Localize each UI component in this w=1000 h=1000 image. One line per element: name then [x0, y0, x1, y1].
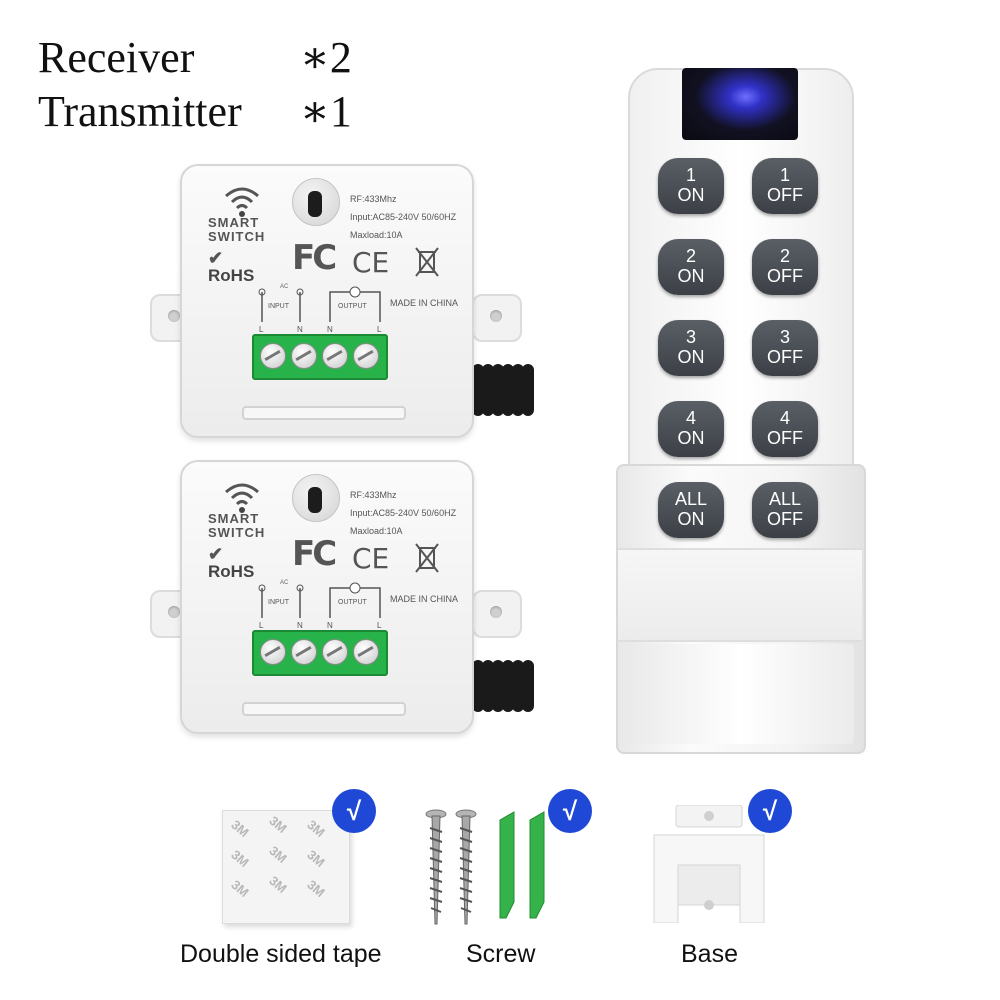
- terminal-screw: [322, 639, 348, 665]
- ac-label: AC: [280, 580, 289, 586]
- ce-mark: CE: [352, 542, 390, 575]
- fcc-mark: FC: [292, 238, 337, 278]
- check-badge-tape: √: [332, 789, 376, 833]
- terminal-block: [252, 334, 388, 380]
- spec-text: RF:433Mhz Input:AC85-240V 50/60HZ Maxloa…: [350, 490, 457, 536]
- label-double-sided-tape: Double sided tape: [180, 940, 382, 968]
- terminal-screw: [353, 639, 379, 665]
- spec-text: RF:433Mhz Input:AC85-240V 50/60HZ Maxloa…: [350, 194, 457, 240]
- receiver-slot: [242, 702, 406, 716]
- svg-text:N: N: [327, 325, 333, 334]
- receiver-slot: [242, 406, 406, 420]
- weee-bin-icon: [415, 247, 439, 277]
- screw-icon: [455, 809, 477, 925]
- made-in-label: MADE IN CHINA: [390, 594, 459, 604]
- smart-switch-label: SMART SWITCH: [208, 511, 266, 540]
- svg-text:L: L: [259, 325, 264, 334]
- svg-text:N: N: [297, 621, 303, 630]
- made-in-label: MADE IN CHINA: [390, 298, 459, 308]
- fcc-mark: FC: [292, 534, 337, 574]
- terminal-block: [252, 630, 388, 676]
- terminal-screw: [260, 343, 286, 369]
- terminal-screw: [322, 343, 348, 369]
- label-base: Base: [681, 940, 738, 968]
- screws-and-anchors: [425, 809, 545, 925]
- weee-bin-icon: [415, 543, 439, 573]
- remote-base-bracket: [653, 805, 765, 923]
- terminal-screw: [291, 343, 317, 369]
- mounting-tab-right: [472, 590, 522, 638]
- wiring-diagram: INPUT OUTPUT L N N L: [258, 286, 382, 334]
- rohs-mark: RoHS: [208, 562, 255, 581]
- antenna-coil: [472, 364, 542, 416]
- terminal-screw: [291, 639, 317, 665]
- holder-band: [618, 548, 862, 642]
- input-label: INPUT: [268, 599, 290, 606]
- svg-text:L: L: [377, 325, 382, 334]
- receiver-module-2: SMART SWITCH ✔ RoHS RF:433Mhz Input:AC85…: [150, 460, 534, 734]
- antenna-coil: [472, 660, 542, 712]
- wifi-icon: [225, 187, 259, 217]
- wifi-icon: [225, 483, 259, 513]
- screw-icon: [425, 809, 447, 925]
- terminal-screw: [260, 639, 286, 665]
- smart-switch-label: SMART SWITCH: [208, 215, 266, 244]
- svg-text:N: N: [327, 621, 333, 630]
- indicator-light: [682, 68, 798, 140]
- mounting-tab-right: [472, 294, 522, 342]
- ce-mark: CE: [352, 246, 390, 279]
- ac-label: AC: [280, 284, 289, 290]
- svg-text:L: L: [377, 621, 382, 630]
- receiver-count: ∗2: [300, 33, 352, 82]
- learn-button: [292, 474, 340, 522]
- receiver-body: SMART SWITCH ✔ RoHS RF:433Mhz Input:AC85…: [180, 460, 474, 734]
- svg-text:N: N: [297, 325, 303, 334]
- terminal-screw: [353, 343, 379, 369]
- rohs-mark: RoHS: [208, 266, 255, 285]
- transmitter-count: ∗1: [300, 87, 352, 136]
- label-screw: Screw: [466, 940, 536, 968]
- svg-text:L: L: [259, 621, 264, 630]
- check-badge-base: √: [748, 789, 792, 833]
- learn-button: [292, 178, 340, 226]
- output-label: OUTPUT: [338, 599, 368, 606]
- remote-holder: [616, 464, 866, 754]
- holder-lower: [628, 644, 854, 744]
- input-label: INPUT: [268, 303, 290, 310]
- output-label: OUTPUT: [338, 303, 368, 310]
- transmitter-label: Transmitter: [38, 87, 242, 136]
- receiver-body: SMART SWITCH ✔ RoHS RF:433Mhz Input:AC85…: [180, 164, 474, 438]
- check-icon: ✔: [208, 248, 224, 268]
- check-badge-screw: √: [548, 789, 592, 833]
- check-icon: ✔: [208, 544, 224, 564]
- wiring-diagram: INPUT OUTPUT L N N L: [258, 582, 382, 630]
- wall-anchor-icon: [499, 811, 545, 919]
- receiver-label: Receiver: [38, 33, 195, 82]
- receiver-module-1: SMART SWITCH ✔ RoHS RF:433Mhz Input:AC85…: [150, 164, 534, 438]
